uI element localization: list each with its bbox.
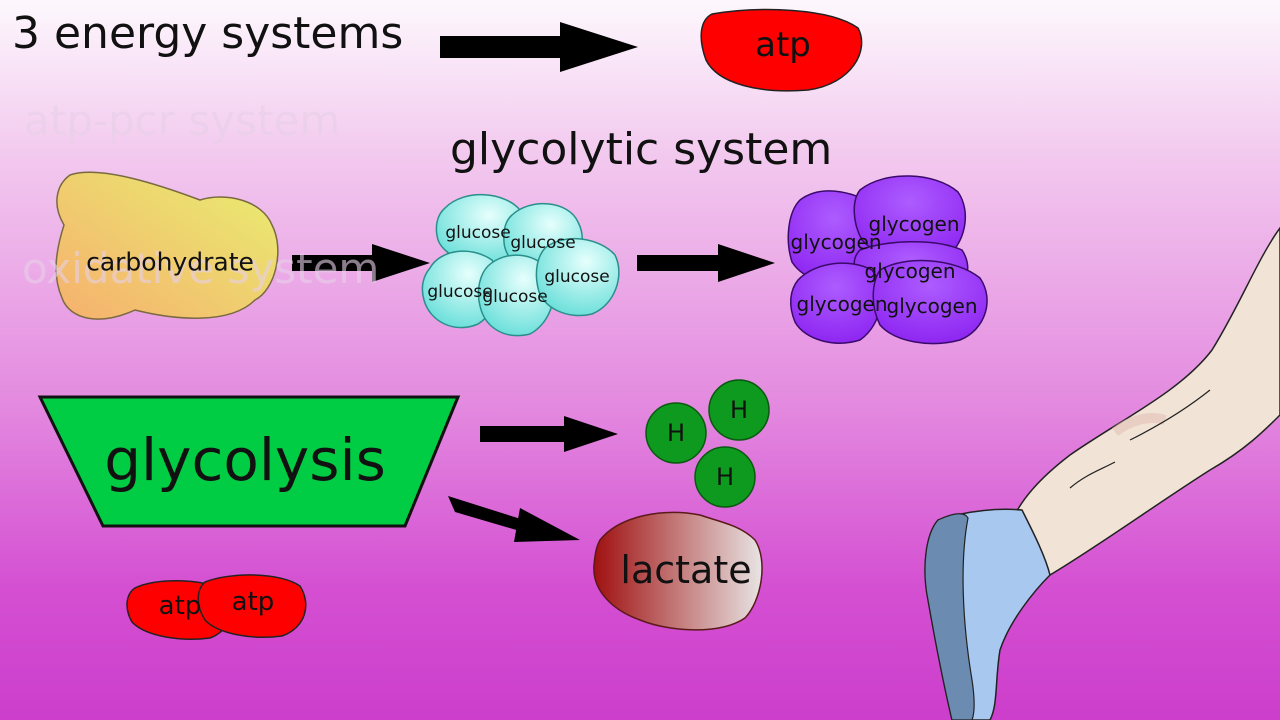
atp-label-top: atp	[755, 25, 811, 65]
atp-blob-right	[197, 574, 307, 638]
hydrogen-circle	[708, 379, 770, 441]
lactate-label: lactate	[620, 548, 752, 592]
glucose-cluster	[421, 194, 620, 337]
glycolysis-label: glycolysis	[104, 426, 386, 494]
glucose-label: glucose	[544, 267, 610, 287]
hydrogen-circle	[645, 402, 707, 464]
hydrogen-label: H	[715, 463, 735, 491]
atp-label-right: atp	[231, 587, 275, 617]
glycolysis-trapezoid	[37, 395, 461, 528]
arrow-glycolysis-to-lactate	[448, 496, 580, 542]
arrow-title-to-atp	[440, 22, 638, 72]
lactate-blob	[593, 511, 763, 631]
hydrogen-label: H	[729, 396, 749, 424]
hydrogen-label: H	[666, 419, 686, 447]
glycogen-label: glycogen	[864, 259, 956, 283]
glucose-label: glucose	[427, 282, 493, 302]
leg	[1009, 226, 1280, 576]
glucose-blob	[477, 254, 555, 337]
faded-label-atp-pcr: atp-pcr system	[24, 96, 341, 145]
atp-label-left: atp	[158, 591, 202, 621]
atp-blob-top	[700, 8, 863, 92]
hydrogen-circle	[694, 446, 756, 508]
glycogen-label: glycogen	[796, 292, 888, 316]
glycogen-label: glycogen	[868, 212, 960, 236]
glucose-blob	[535, 237, 620, 317]
arrow-glucose-to-glycogen	[637, 244, 775, 282]
glycogen-cluster	[787, 175, 988, 345]
glucose-label: glucose	[482, 287, 548, 307]
glucose-label: glucose	[445, 223, 511, 243]
leg-illustration	[924, 226, 1280, 720]
carbohydrate-blob	[55, 171, 279, 320]
page-title: 3 energy systems	[12, 8, 404, 59]
carbohydrate-label: carbohydrate	[86, 247, 254, 277]
glycogen-blob	[790, 262, 882, 344]
arrow-glycolysis-to-hydrogen	[480, 416, 618, 452]
shoe-sole	[924, 513, 975, 720]
glycogen-label: glycogen	[790, 230, 882, 254]
arrow-carbohydrate-to-glucose	[292, 244, 430, 282]
faded-label-oxidative: oxidative system	[22, 244, 380, 293]
glycogen-label: glycogen	[886, 294, 978, 318]
glucose-label: glucose	[510, 233, 576, 253]
subtitle: glycolytic system	[450, 124, 833, 175]
glycogen-blob	[872, 259, 988, 345]
